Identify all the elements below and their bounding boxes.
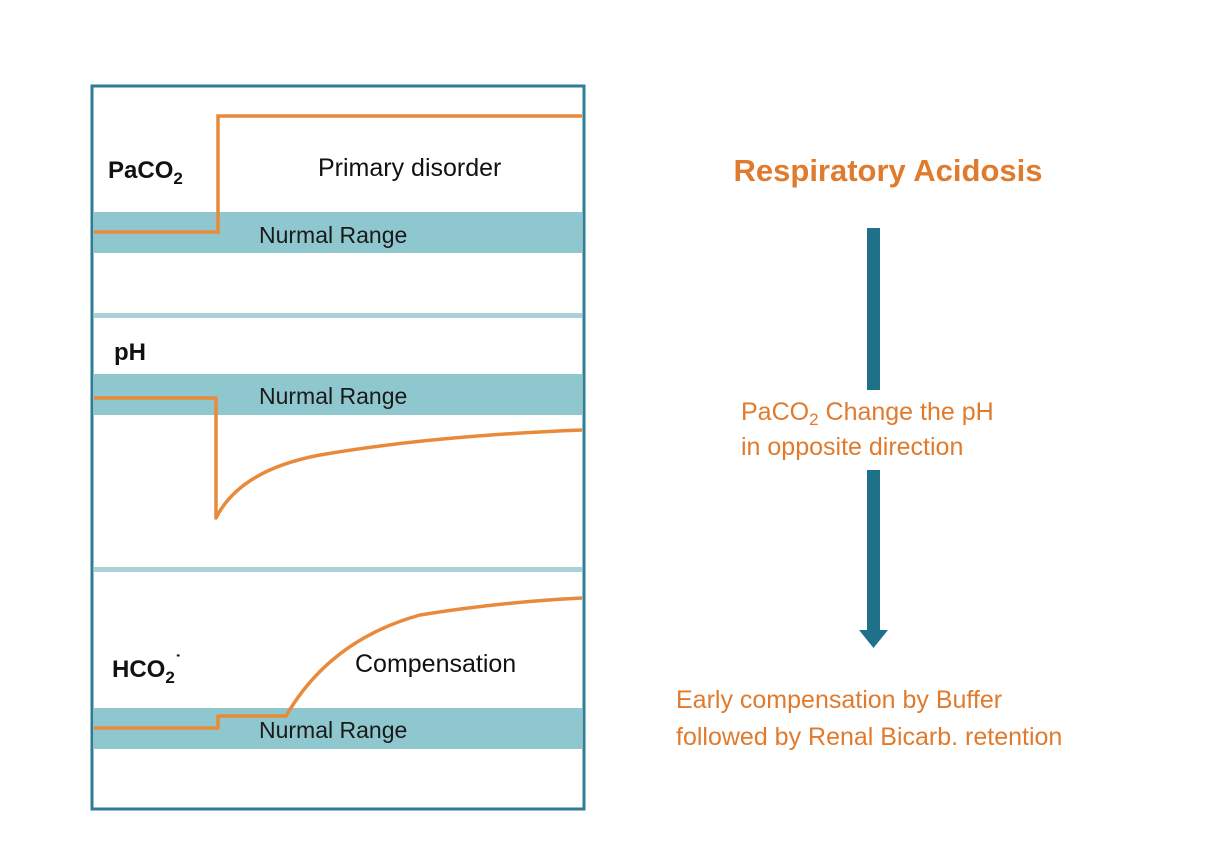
panel-separator-1 xyxy=(94,313,582,318)
arrow-shaft-bottom xyxy=(867,470,880,632)
paco2-label: PaCO2 xyxy=(108,157,183,188)
graph-frame xyxy=(90,84,586,811)
panel-separator-2 xyxy=(94,567,582,572)
side-bottom-line2: followed by Renal Bicarb. retention xyxy=(676,723,1062,751)
ph-curve xyxy=(94,396,583,520)
paco2-band-label: Nurmal Range xyxy=(259,222,407,248)
side-title: Respiratory Acidosis xyxy=(734,153,1043,188)
hco2-label: HCO2˙ xyxy=(112,652,181,687)
hco2-curve xyxy=(94,596,583,730)
ph-normal-band xyxy=(94,374,582,415)
side-middle-line2: in opposite direction xyxy=(741,433,963,461)
hco2-band-label: Nurmal Range xyxy=(259,717,407,743)
side-middle-line1: PaCO2 Change the pH xyxy=(741,398,994,429)
ph-label: pH xyxy=(114,339,146,366)
paco2-note: Primary disorder xyxy=(318,154,501,182)
paco2-curve xyxy=(94,114,582,234)
hco2-note: Compensation xyxy=(355,650,516,678)
arrow-head xyxy=(859,630,888,648)
side-bottom-line1: Early compensation by Buffer xyxy=(676,686,1002,714)
ph-band-label: Nurmal Range xyxy=(259,383,407,409)
arrow-shaft-top xyxy=(867,228,880,390)
